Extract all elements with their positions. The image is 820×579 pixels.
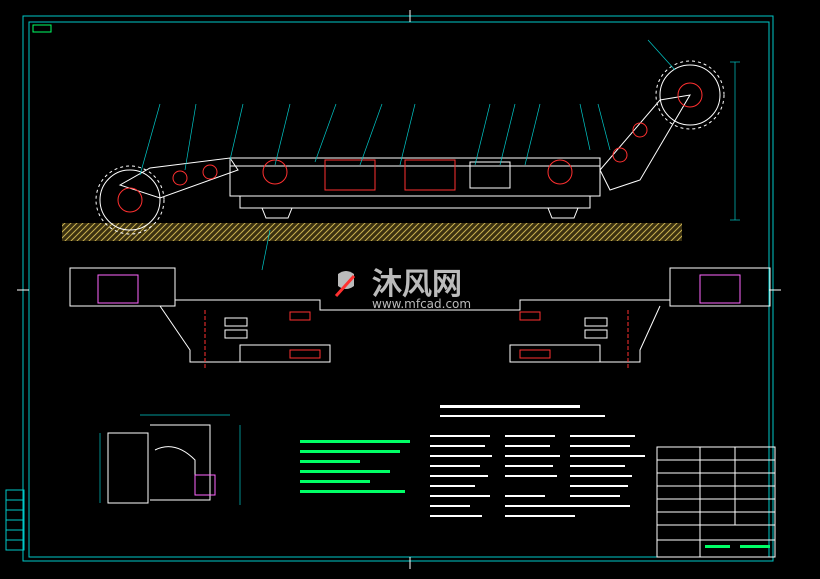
revision-table [5,489,25,551]
technical-requirements [300,440,410,493]
watermark-url: www.mfcad.com [372,297,471,310]
shearer-elevation [229,157,601,209]
section-detail-dims [99,414,241,505]
plan-view [69,267,771,363]
right-ranging-arm [599,94,691,191]
left-ranging-arm [118,157,239,199]
leader-lines [139,39,676,271]
title-block-text [705,545,770,548]
guide-shoes [261,207,579,219]
watermark-logo-icon [334,271,356,298]
watermark: 沐风网 www.mfcad.com [334,267,471,310]
plan-gearboxes [97,274,741,304]
title-block [656,446,776,558]
watermark-brand: 沐风网 [372,267,462,302]
outer-border [22,15,774,562]
height-dimension [730,61,740,221]
right-cutting-drum [655,60,725,130]
parameter-table [430,405,645,517]
drawing-code-box [32,24,52,33]
section-detail [107,424,211,504]
plan-red-details [204,310,629,370]
haulage-units [262,159,573,185]
left-cutting-drum [95,165,165,235]
section-detail-gear [194,474,216,496]
ground-section [62,223,682,241]
frame-ticks [17,10,781,569]
